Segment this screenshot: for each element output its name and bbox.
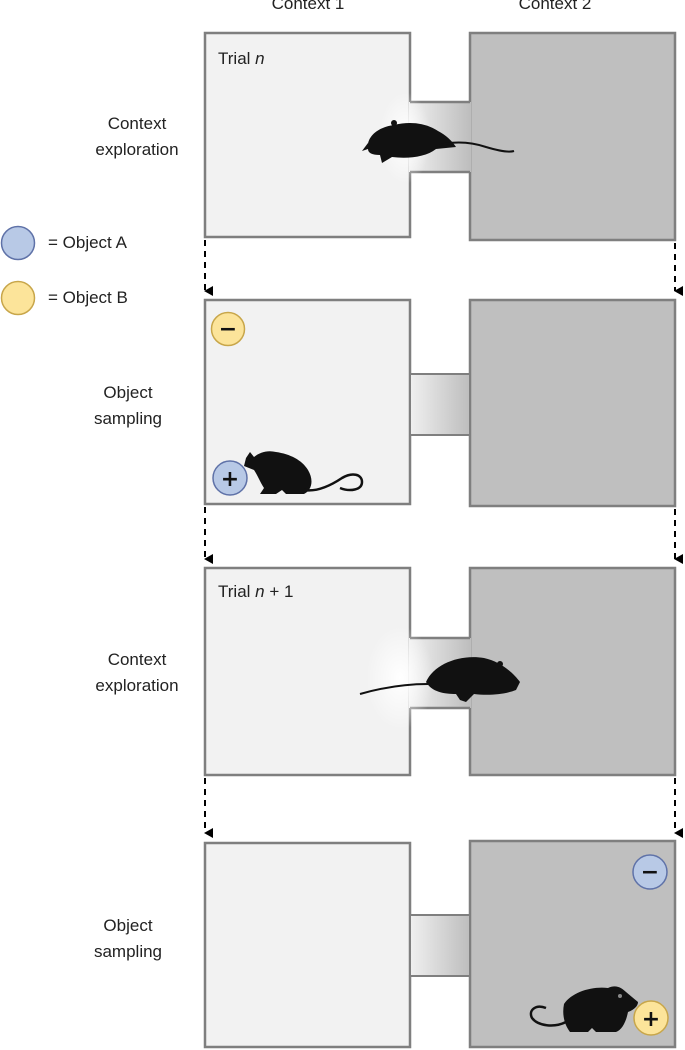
legend-object-b-swatch: [0, 280, 36, 316]
svg-text:+: +: [642, 1007, 660, 1032]
column-header-context-2: Context 2: [518, 0, 592, 13]
object-a-plus-row2: +: [212, 460, 248, 496]
context-1-box: [203, 841, 412, 1049]
rat-running-right: [359, 657, 520, 702]
context-1-box: [203, 31, 412, 239]
object-b-plus-row4: +: [633, 1000, 669, 1036]
object-b-minus-row2: −: [210, 311, 246, 347]
legend-object-a-swatch: [0, 225, 36, 261]
closed-corridor: [409, 373, 471, 436]
svg-text:−: −: [641, 860, 659, 885]
row-3-arena: [203, 566, 677, 777]
svg-text:−: −: [219, 317, 237, 342]
object-a-minus-row4: −: [632, 854, 668, 890]
rat-running-right: [362, 120, 515, 163]
trial-label-row-1: Trial n: [218, 49, 265, 68]
legend-object-b-label: = Object B: [48, 288, 128, 307]
row-2-arena: [203, 298, 677, 508]
context-2-box: [468, 298, 677, 508]
rat-sitting-right: [529, 986, 638, 1032]
context-1-box: [203, 566, 412, 777]
dashed-arrows: [204, 240, 683, 838]
column-header-context-1: Context 1: [271, 0, 345, 13]
trial-label-row-3: Trial n + 1: [218, 582, 294, 601]
row-1-arena: [203, 31, 677, 242]
svg-text:+: +: [221, 467, 239, 492]
closed-corridor: [409, 914, 471, 977]
legend-object-a-label: = Object A: [48, 233, 127, 252]
rat-sitting-right: [244, 451, 364, 494]
context-2-box: [468, 31, 677, 242]
row-4-arena: [203, 839, 677, 1049]
